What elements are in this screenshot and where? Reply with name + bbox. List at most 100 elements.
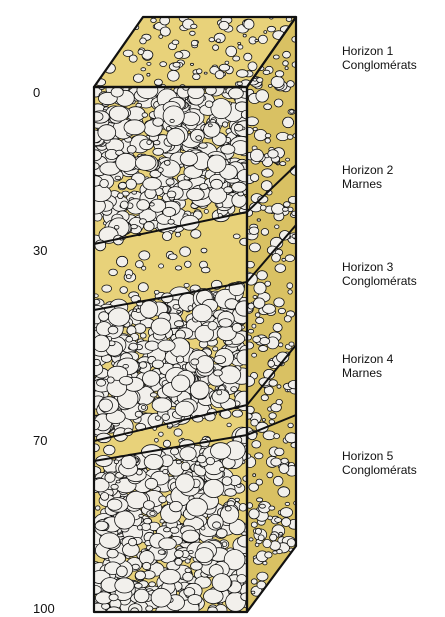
pebble — [159, 17, 171, 26]
pebble — [267, 149, 279, 159]
pebble — [284, 66, 289, 70]
pebble — [243, 18, 255, 30]
pebble — [213, 369, 223, 377]
pebble — [272, 54, 280, 60]
pebble — [256, 571, 269, 582]
pebble — [276, 549, 283, 555]
pebble — [225, 45, 238, 57]
pebble — [119, 376, 134, 386]
pebble — [198, 142, 208, 149]
pebble — [260, 180, 273, 192]
pebble — [169, 500, 183, 513]
pebble — [221, 476, 233, 486]
pebble — [158, 537, 177, 551]
horizon-2-name: Horizon 2 — [342, 163, 394, 177]
pebble — [180, 461, 191, 472]
pebble — [167, 219, 175, 225]
pebble — [138, 250, 151, 261]
pebble — [232, 233, 241, 239]
pebble — [212, 346, 219, 352]
pebble — [142, 500, 155, 510]
pebble — [131, 190, 138, 195]
pebble — [272, 322, 283, 333]
pebble — [157, 167, 164, 173]
pebble — [262, 303, 276, 314]
pebble — [181, 529, 200, 543]
pebble — [134, 570, 146, 581]
pebble — [94, 111, 104, 122]
pebble — [248, 242, 261, 253]
pebble — [247, 502, 254, 509]
pebble — [200, 247, 208, 254]
pebble — [258, 345, 269, 352]
pebble — [283, 315, 292, 323]
pebble — [171, 39, 180, 45]
pebble — [236, 574, 247, 584]
pebble — [282, 60, 289, 67]
pebble — [205, 87, 217, 96]
pebble — [258, 503, 266, 509]
pebble — [94, 334, 111, 353]
pebble — [114, 175, 121, 181]
pebble — [200, 266, 211, 274]
horizon-label-2: Horizon 2 Marnes — [342, 163, 393, 191]
pebble — [101, 284, 112, 293]
pebble — [268, 412, 277, 420]
pebble — [216, 528, 228, 539]
pebble — [96, 378, 107, 387]
pebble — [159, 569, 181, 585]
pebble — [190, 39, 199, 47]
pebble — [141, 404, 147, 410]
pebble — [123, 119, 146, 136]
pebble — [210, 442, 232, 460]
pebble — [120, 200, 129, 209]
pebble — [134, 410, 143, 418]
pebble — [255, 478, 263, 486]
pebble — [191, 304, 213, 323]
pebble — [113, 225, 120, 230]
pebble — [137, 524, 143, 531]
pebble — [288, 341, 295, 347]
pebble — [235, 300, 247, 317]
pebble — [224, 505, 232, 512]
pebble — [149, 198, 167, 213]
pebble — [284, 501, 291, 506]
pebble — [261, 168, 274, 178]
pebble — [210, 98, 232, 120]
pebble — [259, 204, 267, 211]
pebble — [143, 517, 153, 525]
pebble — [274, 70, 285, 78]
pebble — [171, 374, 191, 393]
pebble — [169, 118, 175, 123]
pebble — [231, 409, 243, 418]
pebble — [134, 582, 143, 589]
pebble — [207, 123, 213, 128]
pebble — [136, 199, 150, 211]
pebble — [248, 226, 260, 235]
pebble — [236, 69, 249, 78]
pebble — [278, 463, 290, 474]
pebble — [128, 54, 138, 63]
pebble — [206, 154, 227, 174]
pebble — [117, 192, 124, 199]
pebble — [161, 413, 170, 421]
pebble — [260, 228, 269, 236]
pebble — [204, 100, 214, 108]
pebble — [192, 73, 201, 80]
pebble — [223, 186, 234, 194]
pebble — [236, 169, 247, 183]
pebble — [285, 157, 291, 162]
pebble — [213, 355, 227, 365]
pebble — [282, 116, 295, 129]
pebble — [271, 253, 281, 263]
pebble — [208, 37, 215, 43]
pebble — [174, 557, 183, 566]
pebble — [260, 394, 269, 402]
pebble — [125, 490, 148, 510]
pebble — [287, 422, 294, 429]
pebble — [137, 282, 149, 293]
pebble — [275, 398, 283, 406]
pebble — [94, 478, 110, 493]
pebble — [162, 105, 185, 127]
pebble — [150, 17, 157, 23]
